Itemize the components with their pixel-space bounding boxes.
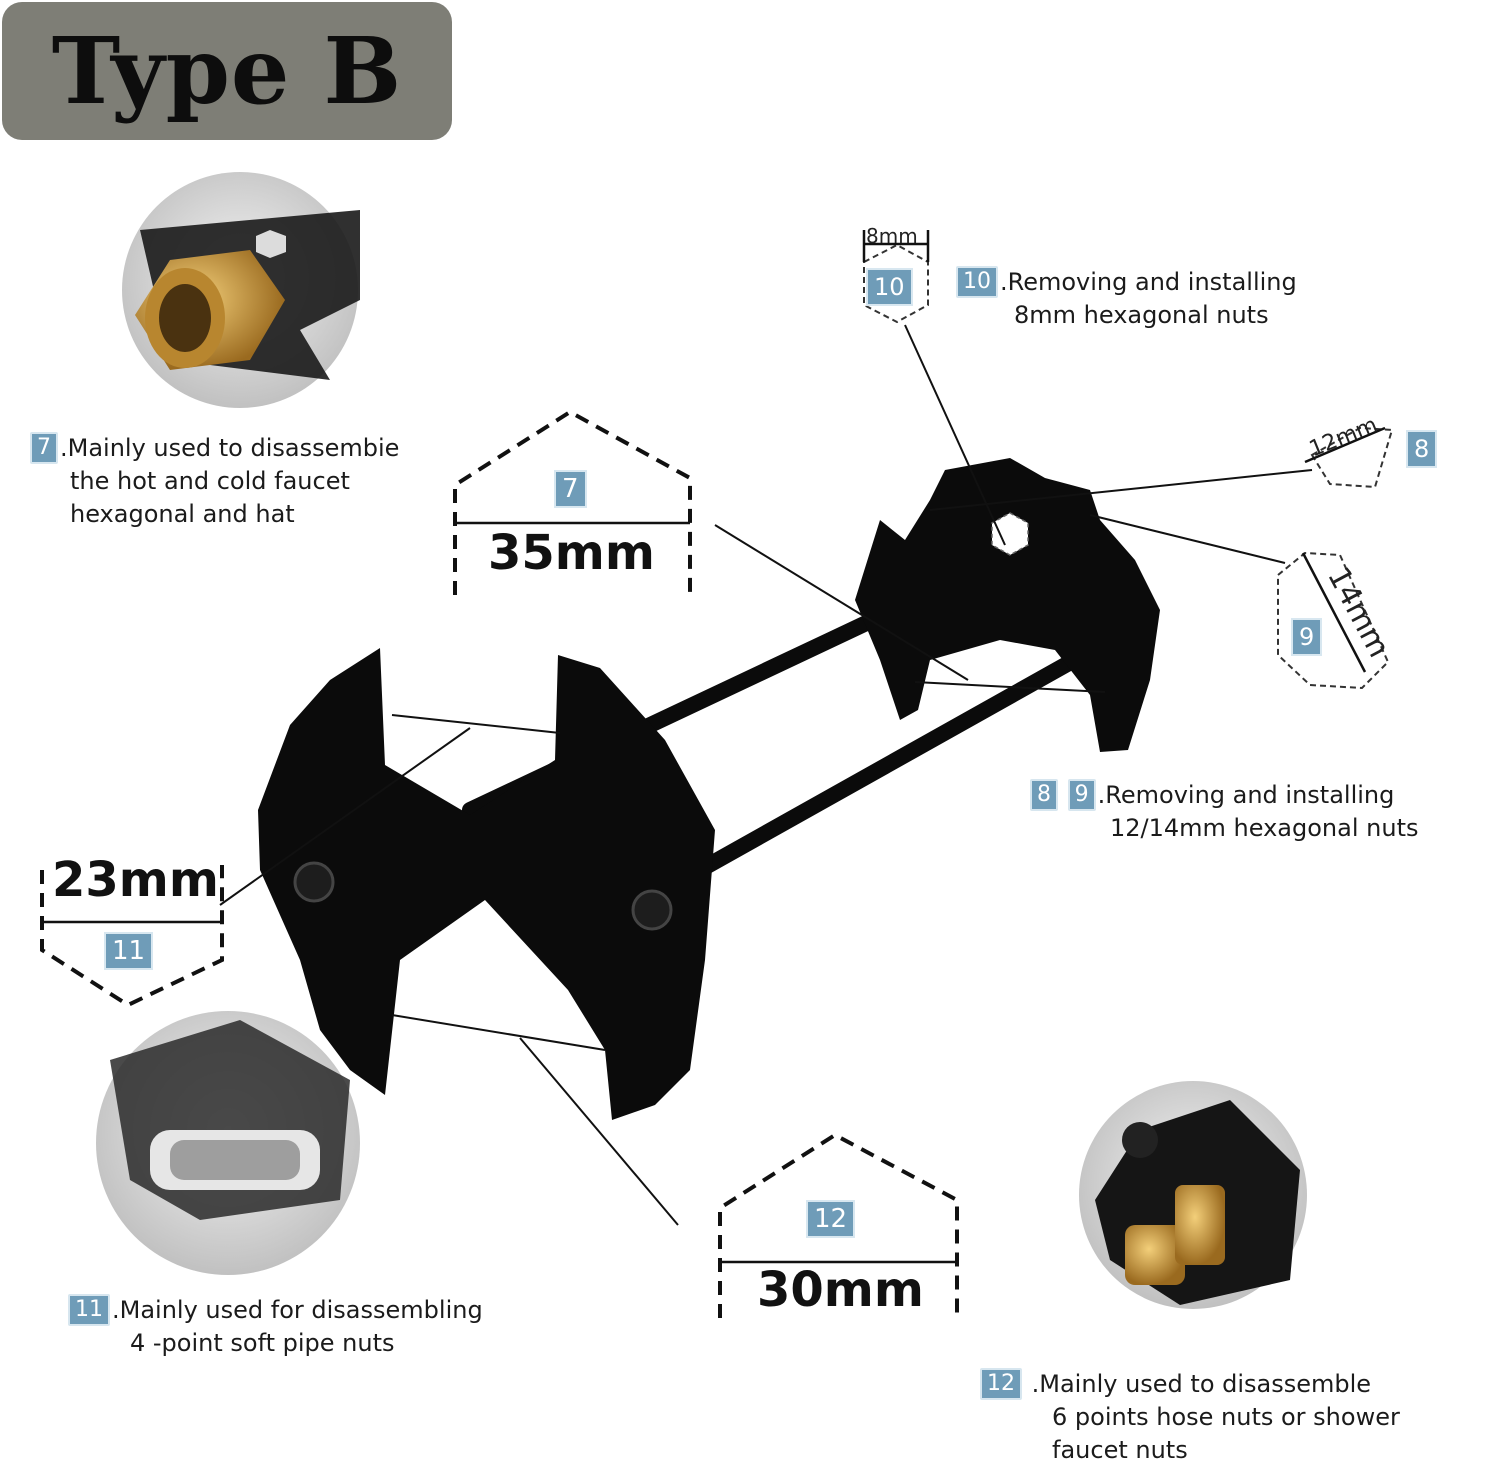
description-8-9-line2: 12/14mm hexagonal nuts [1110, 814, 1419, 842]
callout-11-size: 23mm [52, 852, 219, 908]
badge-9: 9 [1067, 779, 1096, 811]
callout-9-tag: 9 [1291, 618, 1323, 656]
description-11-line1: .Mainly used for disassembling [112, 1296, 483, 1324]
page-title: Type B [51, 17, 403, 125]
callout-shapes [40, 409, 959, 1320]
photo-soft-pipe-nut [96, 1011, 360, 1275]
badge-10: 10 [956, 266, 998, 298]
callout-7-size: 35mm [488, 525, 655, 581]
description-12: 12 .Mainly used to disassemble 6 points … [980, 1368, 1400, 1467]
description-12-line3: faucet nuts [1052, 1436, 1188, 1464]
title-banner: Type B [2, 2, 452, 140]
description-7: 7.Mainly used to disassembie the hot and… [30, 432, 399, 531]
photo-shower-faucet-nut [1079, 1081, 1307, 1309]
pointer-lines [219, 324, 1313, 1226]
callout-12-tag: 12 [806, 1200, 856, 1238]
description-10-line1: .Removing and installing [1000, 268, 1297, 296]
photo-faucet-hexagonal [122, 172, 360, 408]
callout-11-tag: 11 [104, 932, 154, 970]
wrench-head-large [258, 648, 715, 1120]
description-10: 10.Removing and installing 8mm hexagonal… [956, 266, 1297, 332]
callout-8-tag: 8 [1406, 430, 1438, 468]
callout-10-tag: 10 [866, 268, 913, 306]
description-12-line2: 6 points hose nuts or shower [1052, 1403, 1400, 1431]
badge-12: 12 [980, 1368, 1022, 1400]
description-12-line1: .Mainly used to disassemble [1031, 1370, 1372, 1398]
badge-8: 8 [1030, 779, 1058, 811]
badge-11: 11 [68, 1294, 110, 1326]
description-8-9: 8 9.Removing and installing 12/14mm hexa… [1030, 779, 1418, 845]
description-7-line1: .Mainly used to disassembie [60, 434, 400, 462]
description-10-line2: 8mm hexagonal nuts [1014, 301, 1269, 329]
description-11: 11.Mainly used for disassembling 4 -poin… [68, 1294, 483, 1360]
description-8-9-line1: .Removing and installing [1097, 781, 1395, 809]
callout-12-size: 30mm [757, 1262, 924, 1318]
callout-10-size: 8mm [866, 224, 918, 248]
description-7-line3: hexagonal and hat [70, 500, 295, 528]
callout-7-tag: 7 [554, 470, 587, 508]
badge-7: 7 [30, 432, 58, 464]
description-11-line2: 4 -point soft pipe nuts [130, 1329, 395, 1357]
wrench-head-small [855, 458, 1160, 752]
description-7-line2: the hot and cold faucet [70, 467, 350, 495]
